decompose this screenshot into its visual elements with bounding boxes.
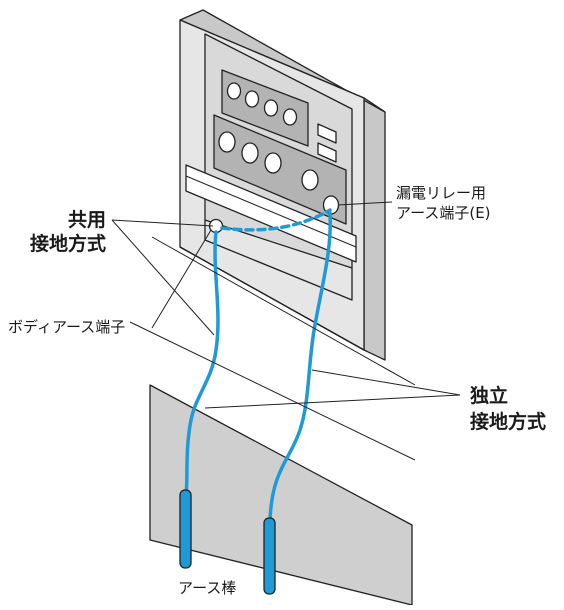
panel-rail-edge	[185, 175, 357, 248]
ground-rod-label: アース棒	[178, 579, 236, 597]
panel-rail	[185, 164, 357, 263]
right-ground-rod-icon	[263, 517, 276, 595]
knob-icon	[241, 142, 259, 164]
upper-knob-row	[226, 82, 298, 126]
knob-icon	[218, 131, 236, 153]
left-ground-wire	[184, 230, 220, 497]
panel-lower-edge	[204, 220, 353, 301]
knob-icon	[282, 108, 298, 126]
lower-knob-plate	[213, 114, 347, 225]
panel-side-face	[363, 97, 386, 361]
shared-grounding-label: 共用	[68, 209, 106, 231]
leakage-relay-terminal-label: アース端子(E)	[396, 204, 491, 222]
indicator-lamp-icon	[317, 123, 337, 144]
shared-ground-wire	[220, 208, 332, 232]
left-ground-rod-icon	[179, 489, 192, 569]
independent-grounding-label: 接地方式	[470, 410, 546, 433]
body-ground-terminal-label: ボディアース端子	[8, 318, 125, 336]
independent-grounding-label: 独立	[470, 384, 508, 407]
shared-grounding-label: 接地方式	[30, 232, 106, 255]
leakage-relay-terminal-label: 漏電リレー用	[396, 184, 486, 202]
knob-icon	[244, 90, 260, 108]
right-ground-wire	[268, 211, 333, 522]
knob-icon	[226, 82, 242, 100]
lower-knob-row	[218, 131, 340, 215]
knob-icon	[301, 169, 319, 191]
panel-base-edge	[179, 246, 365, 351]
indicator-lamp-icon	[317, 142, 337, 163]
knob-icon	[264, 152, 282, 174]
leader-lines	[111, 201, 461, 461]
knob-icon	[263, 99, 279, 117]
